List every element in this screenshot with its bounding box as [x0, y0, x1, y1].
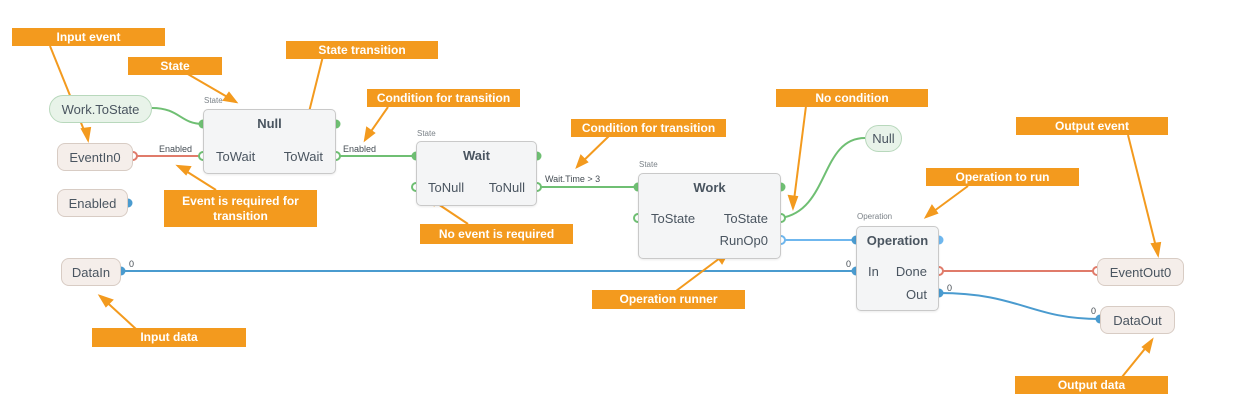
callout-state: State — [128, 57, 222, 75]
operation-done-label: Done — [895, 264, 927, 279]
arrowhead-output-event — [1150, 241, 1162, 259]
callout-output-data: Output data — [1015, 376, 1168, 394]
pointer-no-condition — [792, 105, 807, 209]
null-state-title: Null — [257, 116, 282, 131]
operation-out-index-label: 0 — [947, 283, 953, 293]
enabled-transition-label: Enabled — [343, 144, 377, 154]
dataout-pill[interactable]: DataOut — [1100, 306, 1175, 334]
work-state-caption: State — [639, 160, 658, 169]
dataout-index-label: 0 — [1091, 306, 1097, 316]
callout-output-event: Output event — [1016, 117, 1168, 135]
edges — [121, 107, 1101, 320]
wait-state-caption: State — [417, 129, 436, 138]
arrowhead-event-required — [175, 164, 192, 176]
operation-caption: Operation — [857, 212, 893, 221]
wait-state-in-label: ToNull — [428, 180, 465, 195]
wait-state-title: Wait — [463, 148, 490, 163]
callout-event-required: Event is required for transition — [164, 190, 317, 227]
datain-pill[interactable]: DataIn — [61, 258, 121, 286]
operation-in-label: In — [868, 264, 879, 279]
work-state-in-label: ToState — [651, 211, 696, 226]
arrowhead-input-event — [80, 126, 92, 144]
arrowhead-no-condition — [787, 194, 799, 212]
arrowhead-condition-1 — [363, 126, 376, 143]
null-state-in-label: ToWait — [216, 149, 256, 164]
operation-title: Operation — [866, 233, 929, 248]
pointer-output-event — [1127, 134, 1159, 256]
operation-node[interactable]: Operation In Done Out — [856, 226, 939, 311]
work-tostate-pill[interactable]: Work.ToState — [49, 95, 152, 123]
datain-index-label: 0 — [129, 259, 135, 269]
callout-no-condition: No condition — [776, 89, 928, 107]
work-state-title: Work — [693, 180, 726, 195]
operation-in-index-label: 0 — [846, 259, 852, 269]
arrowhead-input-data — [97, 294, 114, 308]
enabled-pill[interactable]: Enabled — [57, 189, 128, 217]
null-pill[interactable]: Null — [865, 125, 902, 152]
operation-out-label: Out — [906, 287, 927, 302]
enabled-event-label: Enabled — [159, 144, 193, 154]
arrowhead-output-data — [1141, 337, 1154, 354]
null-state-out-label: ToWait — [283, 149, 323, 164]
edge-out-to-dataout — [938, 292, 1101, 320]
edge-work-to-null-pill — [780, 137, 866, 219]
callout-no-event-required: No event is required — [420, 224, 573, 244]
wait-state-out-label: ToNull — [488, 180, 525, 195]
eventin-pill[interactable]: EventIn0 — [57, 143, 133, 171]
arrowhead-condition-2 — [575, 154, 589, 170]
callout-condition-2: Condition for transition — [571, 119, 726, 137]
edge-work-tostate-to-null — [151, 107, 204, 125]
callout-input-data: Input data — [92, 328, 246, 347]
arrowhead-operation-to-run — [923, 204, 939, 219]
eventout-pill[interactable]: EventOut0 — [1097, 258, 1184, 286]
callout-operation-to-run: Operation to run — [926, 168, 1079, 186]
null-state-caption: State — [204, 96, 223, 105]
wait-condition-label: Wait.Time > 3 — [545, 174, 601, 184]
callout-condition-1: Condition for transition — [367, 89, 520, 107]
callout-state-transition: State transition — [286, 41, 438, 59]
callout-operation-runner: Operation runner — [592, 290, 745, 309]
work-state-node[interactable]: Work ToState ToState RunOp0 — [638, 173, 781, 259]
work-state-out-label: ToState — [723, 211, 768, 226]
wait-state-node[interactable]: Wait ToNull ToNull — [416, 141, 537, 206]
arrowhead-state — [222, 91, 239, 104]
null-state-node[interactable]: Null ToWait ToWait — [203, 109, 336, 174]
callout-input-event: Input event — [12, 28, 165, 46]
pointer-input-event — [49, 45, 89, 141]
work-state-runop-label: RunOp0 — [719, 233, 768, 248]
